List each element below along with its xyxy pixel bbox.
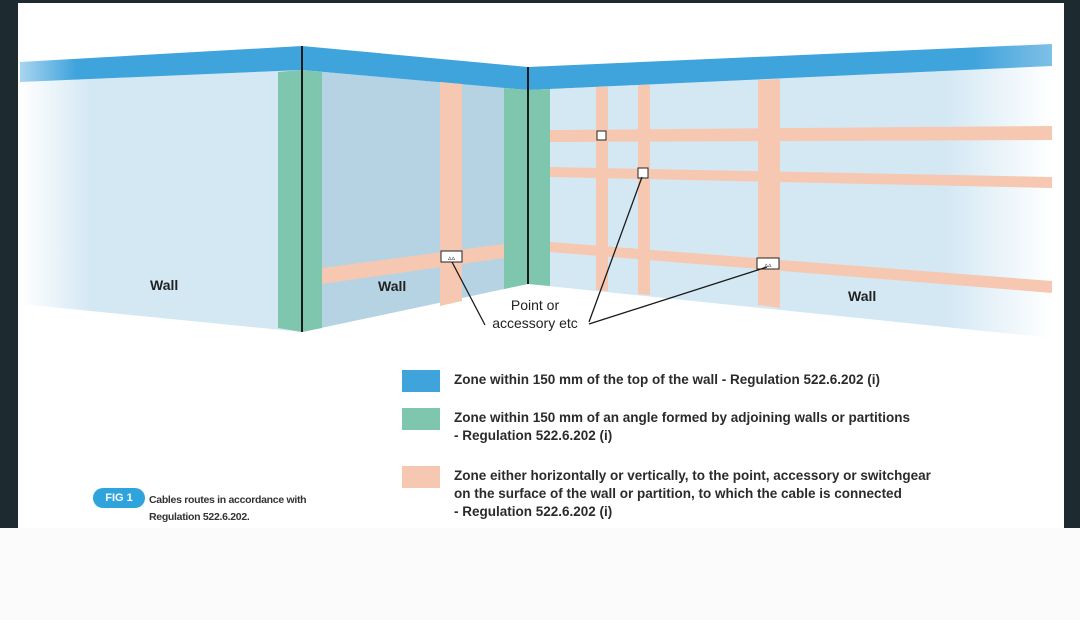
legend-text: Zone within 150 mm of an angle formed by… — [454, 409, 1014, 445]
left-wall — [20, 70, 302, 332]
legend-text: Zone within 150 mm of the top of the wal… — [454, 371, 1014, 389]
top-zone-right — [528, 44, 1052, 90]
callout-line-1: Point or — [510, 297, 560, 313]
angle-zone-left-corner-b — [302, 70, 322, 332]
angle-zone-left-corner-a — [278, 70, 302, 332]
callout-arrows — [451, 176, 768, 326]
figure-caption-text: Cables routes in accordance with Regulat… — [149, 492, 349, 526]
wall-zones-diagram: ▵▵ ▵▵ — [20, 44, 1052, 338]
legend-swatch-blue — [402, 370, 440, 392]
route-vertical-middle — [440, 82, 462, 306]
legend-line: Zone within 150 mm of the top of the wal… — [454, 372, 881, 387]
top-zone-left — [20, 46, 302, 82]
top-zone-middle — [302, 46, 528, 90]
caption-line-2: Regulation 522.6.202. — [149, 511, 250, 523]
legend-line: - Regulation 522.6.202 (i) — [454, 428, 613, 443]
route-vertical-right-1 — [596, 87, 608, 291]
legend-line: on the surface of the wall or partition,… — [454, 486, 902, 501]
legend-swatch-peach — [402, 466, 440, 488]
legend-line: - Regulation 522.6.202 (i) — [454, 504, 613, 519]
point-box-1 — [596, 130, 607, 141]
angle-zone-right-corner — [528, 89, 550, 286]
figure-badge: FIG 1 — [93, 488, 145, 508]
socket-right: ▵▵ — [756, 257, 780, 270]
legend-swatch-green — [402, 408, 440, 430]
blank-area — [0, 528, 1080, 620]
route-horizontal-right-3 — [550, 242, 1052, 293]
svg-text:▵▵: ▵▵ — [764, 262, 772, 269]
legend-line: Zone within 150 mm of an angle formed by… — [454, 410, 911, 425]
point-callout: Point or accessory etc — [480, 296, 590, 332]
callout-line-2: accessory etc — [492, 315, 578, 331]
wall-label-right: Wall — [848, 288, 877, 304]
route-horizontal-right-1 — [550, 126, 1052, 142]
legend-text: Zone either horizontally or vertically, … — [454, 467, 1014, 521]
route-horizontal-right-2 — [550, 167, 1052, 188]
route-vertical-right-2 — [638, 85, 650, 295]
legend-line: Zone either horizontally or vertically, … — [454, 468, 931, 483]
caption-line-1: Cables routes in accordance with — [149, 494, 307, 506]
point-box-2 — [637, 167, 649, 179]
middle-wall — [302, 70, 528, 332]
angle-zone-middle-corner — [504, 88, 528, 289]
route-vertical-right-3 — [758, 79, 780, 308]
socket-middle: ▵▵ — [440, 250, 463, 263]
svg-text:▵▵: ▵▵ — [448, 255, 456, 262]
wall-label-left: Wall — [150, 277, 179, 293]
wall-label-middle: Wall — [378, 278, 407, 294]
